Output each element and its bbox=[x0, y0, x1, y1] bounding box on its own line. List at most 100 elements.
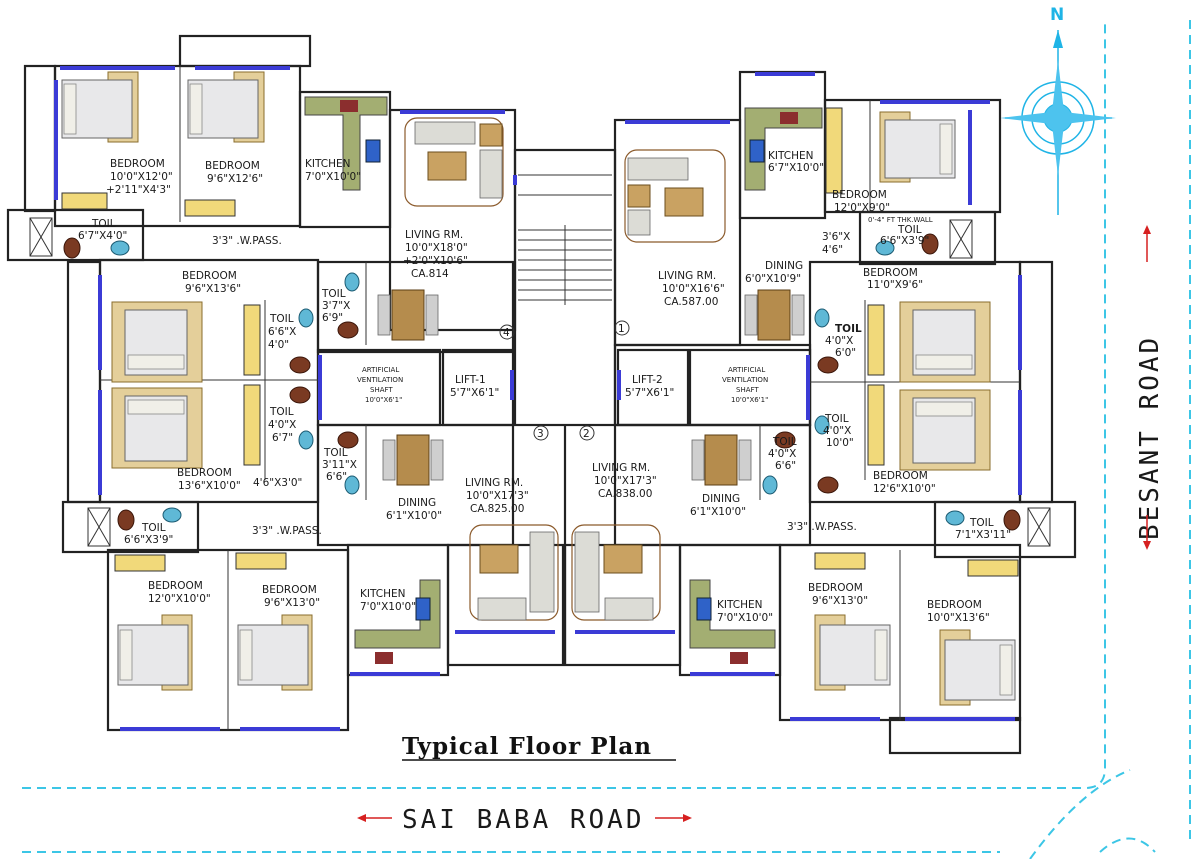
flat2-toil-a-size1: 4'0"X bbox=[768, 448, 796, 460]
flat2-bedroom-c-name: BEDROOM bbox=[927, 599, 982, 611]
flat1-passage-2: 4'6" bbox=[822, 244, 843, 256]
building-outline bbox=[6, 34, 1077, 755]
road-lines bbox=[22, 20, 1191, 859]
flat4-toil-a-name: TOIL bbox=[91, 218, 116, 230]
flat4-toil-c-size2: 4'0" bbox=[268, 339, 289, 351]
shaft-left-size: 10'0"X6'1" bbox=[365, 396, 402, 404]
flat4-living-extra: +2'0"X10'6" bbox=[403, 255, 468, 267]
flat4-toil-a-size: 6'7"X4'0" bbox=[78, 230, 127, 242]
flat1-living-ca: CA.587.00 bbox=[664, 296, 718, 308]
flat1-dining-name: DINING bbox=[765, 260, 803, 272]
shaft-left-line1: ARTIFICIAL bbox=[362, 366, 399, 374]
flat2-kitchen-name: KITCHEN bbox=[717, 599, 763, 611]
flat1-toil-b-size2: 6'0" bbox=[835, 347, 856, 359]
sai-baba-road-label: SAI BABA ROAD bbox=[357, 805, 692, 835]
flat4-number: 4 bbox=[503, 327, 510, 339]
besant-road-label: BESANT ROAD bbox=[1135, 225, 1165, 550]
flat3-passage-small: 4'6"X3'0" bbox=[253, 477, 302, 489]
flat2-bedroom-b-name: BEDROOM bbox=[808, 582, 863, 594]
flat4-bedroom-c-name: BEDROOM bbox=[182, 270, 237, 282]
lift1-size: 5'7"X6'1" bbox=[450, 387, 499, 399]
flat3-kitchen-size: 7'0"X10'0" bbox=[360, 601, 416, 613]
flat2-number: 2 bbox=[583, 428, 590, 440]
flat3-toil-c-size: 6'6"X3'9" bbox=[124, 534, 173, 546]
compass-north-label: N bbox=[1050, 5, 1064, 25]
flat3-bedroom-b-name: BEDROOM bbox=[148, 580, 203, 592]
shaft-right-line3: SHAFT bbox=[736, 386, 759, 394]
flat3-bedroom-c-size: 9'6"X13'0" bbox=[264, 597, 320, 609]
flat2-labels: LIVING RM. 10'0"X17'3" CA.838.00 DINING … bbox=[592, 413, 1011, 624]
east-road-name: BESANT ROAD bbox=[1135, 335, 1165, 540]
plan-title: Typical Floor Plan bbox=[402, 733, 652, 760]
flat3-kitchen-name: KITCHEN bbox=[360, 588, 406, 600]
flat1-bedroom-b-name: BEDROOM bbox=[863, 267, 918, 279]
flat2-toil-a-name: TOIL bbox=[772, 436, 797, 448]
flat1-bedroom-a-size: 12'0"X9'0" bbox=[834, 202, 890, 214]
flat4-toil-b-size2: 6'9" bbox=[322, 312, 343, 324]
flat4-bedroom-a-name: BEDROOM bbox=[110, 158, 165, 170]
flat3-toil-a-name: TOIL bbox=[269, 406, 294, 418]
flat2-passage: 3'3" .W.PASS. bbox=[787, 521, 857, 533]
flat2-toil-b-size2: 10'0" bbox=[826, 437, 854, 449]
flat2-bedroom-c-size: 10'0"X13'6" bbox=[927, 612, 990, 624]
flat3-living-size: 10'0"X17'3" bbox=[466, 490, 529, 502]
flat4-labels: BEDROOM 10'0"X12'0" +2'11"X4'3" BEDROOM … bbox=[78, 158, 468, 351]
flat4-living-ca: CA.814 bbox=[411, 268, 449, 280]
flat3-toil-b-name: TOIL bbox=[323, 447, 348, 459]
flat2-kitchen-size: 7'0"X10'0" bbox=[717, 612, 773, 624]
flat1-living-size: 10'0"X16'6" bbox=[662, 283, 725, 295]
flat3-bedroom-b-size: 12'0"X10'0" bbox=[148, 593, 211, 605]
flat1-bedroom-a-name: BEDROOM bbox=[832, 189, 887, 201]
flat-numbers: 4 1 3 2 bbox=[499, 320, 630, 441]
flat4-bedroom-c-size: 9'6"X13'6" bbox=[185, 283, 241, 295]
flat1-number: 1 bbox=[618, 323, 625, 335]
north-compass: N bbox=[1000, 5, 1116, 215]
flat3-bedroom-a-size: 13'6"X10'0" bbox=[178, 480, 241, 492]
flat1-dining-size: 6'0"X10'9" bbox=[745, 273, 801, 285]
flat2-dining-name: DINING bbox=[702, 493, 740, 505]
flat1-toil-a-name: TOIL bbox=[897, 224, 922, 236]
flat3-toil-b-size1: 3'11"X bbox=[322, 459, 357, 471]
flat1-toil-b-size1: 4'0"X bbox=[825, 335, 853, 347]
flat1-kitchen-name: KITCHEN bbox=[768, 150, 814, 162]
flat3-labels: TOIL 4'0"X 6'7" TOIL 3'11"X 6'6" BEDROOM… bbox=[124, 406, 529, 613]
flat3-living-ca: CA.825.00 bbox=[470, 503, 524, 515]
flat2-living-size: 10'0"X17'3" bbox=[594, 475, 657, 487]
flat3-toil-b-size2: 6'6" bbox=[326, 471, 347, 483]
flat4-bedroom-a-extra: +2'11"X4'3" bbox=[106, 184, 171, 196]
flat2-toil-c-size: 7'1"X3'11" bbox=[955, 529, 1011, 541]
flat4-toil-c-size1: 6'6"X bbox=[268, 326, 296, 338]
flat4-living-name: LIVING RM. bbox=[405, 229, 463, 241]
core-labels: ARTIFICIAL VENTILATION SHAFT 10'0"X6'1" … bbox=[357, 366, 768, 404]
flat3-toil-a-size1: 4'0"X bbox=[268, 419, 296, 431]
flat3-dining-name: DINING bbox=[398, 497, 436, 509]
shaft-left-line3: SHAFT bbox=[370, 386, 393, 394]
flat2-dining-size: 6'1"X10'0" bbox=[690, 506, 746, 518]
flat2-living-ca: CA.838.00 bbox=[598, 488, 652, 500]
shaft-right-line1: ARTIFICIAL bbox=[728, 366, 765, 374]
flat3-bedroom-c-name: BEDROOM bbox=[262, 584, 317, 596]
flat4-kitchen-size: 7'0"X10'0" bbox=[305, 171, 361, 183]
flat2-bedroom-a-name: BEDROOM bbox=[873, 470, 928, 482]
flat3-passage: 3'3" .W.PASS. bbox=[252, 525, 322, 537]
flat4-bedroom-a-size: 10'0"X12'0" bbox=[110, 171, 173, 183]
flat3-toil-a-size2: 6'7" bbox=[272, 432, 293, 444]
lift2-size: 5'7"X6'1" bbox=[625, 387, 674, 399]
flat3-toil-c-name: TOIL bbox=[141, 522, 166, 534]
flat3-number: 3 bbox=[537, 428, 544, 440]
flat4-passage: 3'3" .W.PASS. bbox=[212, 235, 282, 247]
flat1-passage-1: 3'6"X bbox=[822, 231, 850, 243]
flat2-bedroom-a-size: 12'6"X10'0" bbox=[873, 483, 936, 495]
flat1-labels: KITCHEN 6'7"X10'0" BEDROOM 12'0"X9'0" 0'… bbox=[658, 150, 933, 359]
flat3-living-name: LIVING RM. bbox=[465, 477, 523, 489]
south-road-name: SAI BABA ROAD bbox=[402, 805, 645, 835]
flat4-toil-c-name: TOIL bbox=[269, 313, 294, 325]
lift1-name: LIFT-1 bbox=[455, 374, 486, 386]
flat1-toil-b-name: TOIL bbox=[835, 323, 862, 335]
flat4-toil-b-name: TOIL bbox=[321, 288, 346, 300]
flat1-bedroom-b-size: 11'0"X9'6" bbox=[867, 279, 923, 291]
flat4-bedroom-b-name: BEDROOM bbox=[205, 160, 260, 172]
flat1-living-name: LIVING RM. bbox=[658, 270, 716, 282]
shaft-right-line2: VENTILATION bbox=[722, 376, 768, 384]
furniture bbox=[29, 71, 1051, 706]
